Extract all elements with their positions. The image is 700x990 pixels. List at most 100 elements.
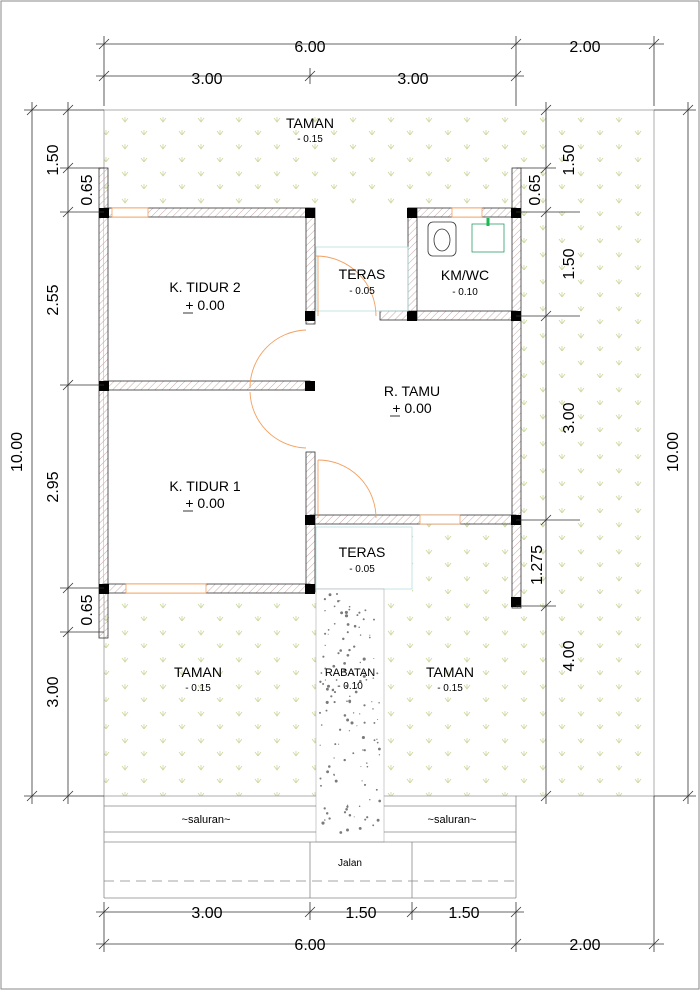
gravel-dot [324, 632, 327, 635]
gravel-dot [319, 711, 321, 714]
gravel-dot [320, 724, 323, 726]
dim-left-total: 10.00 [9, 432, 26, 472]
gravel-dot [359, 661, 361, 664]
teras-bottom-floor [315, 526, 413, 590]
gravel-dot [362, 657, 366, 661]
gravel-dot [363, 721, 366, 724]
gravel-dot [352, 673, 354, 676]
gravel-dot [322, 655, 325, 658]
gravel-dot [339, 831, 343, 834]
gravel-dot [335, 679, 338, 681]
gravel-dot [364, 818, 367, 821]
gravel-dot [339, 600, 341, 602]
gravel-dot [325, 709, 328, 712]
gravel-dot [348, 701, 351, 704]
gravel-dot [328, 817, 331, 820]
gravel-dot [362, 749, 364, 751]
km-wc-elev: - 0.10 [452, 287, 478, 298]
gravel-dot [346, 700, 348, 702]
gravel-dot [356, 683, 359, 686]
gravel-dot [325, 687, 329, 691]
dim-top-total-side: 2.00 [569, 39, 600, 56]
gravel-dot [369, 634, 371, 636]
gravel-dot [369, 799, 371, 801]
dim-bottom-sub-3: 1.50 [448, 905, 479, 922]
gravel-dot [371, 701, 373, 703]
gravel-dot [334, 779, 338, 783]
gravel-dot [346, 828, 349, 832]
gravel-dot [358, 611, 361, 614]
gravel-dot [363, 704, 366, 707]
gravel-dot [345, 684, 348, 688]
dim-left-6: 3.00 [45, 676, 62, 707]
gravel-dot [363, 783, 367, 786]
gravel-dot [338, 743, 340, 745]
gravel-dot [348, 813, 352, 817]
gravel-dot [378, 754, 381, 756]
gravel-dot [345, 808, 348, 811]
dimension-labels: 6.00 2.00 3.00 3.00 3.00 1.50 1.50 6.00 … [9, 39, 682, 954]
gravel-dot [372, 824, 375, 827]
dim-left-1: 1.50 [45, 144, 62, 175]
gravel-dot [336, 593, 338, 595]
gravel-dot [375, 788, 378, 791]
dim-bottom-sub-2: 1.50 [345, 905, 376, 922]
km-wc-name: KM/WC [441, 267, 489, 283]
teras-bottom-name: TERAS [339, 544, 386, 560]
gravel-dot [378, 799, 382, 803]
gravel-dot [361, 780, 363, 782]
windows [111, 207, 483, 594]
gravel-dot [333, 605, 336, 608]
gravel-dot [377, 747, 381, 751]
r-tamu-elev: + 0.00 [392, 400, 432, 416]
gravel-dot [368, 636, 371, 639]
gravel-dot [349, 695, 351, 698]
gravel-dot [373, 618, 375, 621]
taman-right-elev: - 0.15 [437, 683, 463, 694]
gravel-dot [343, 662, 346, 665]
room-labels: TAMAN - 0.15 K. TIDUR 2 + 0.00 K. TIDUR … [169, 115, 489, 869]
rabatan-path [315, 588, 385, 843]
gravel-dot [333, 701, 336, 704]
gravel-dot [348, 648, 351, 652]
gravel-dot [359, 713, 361, 715]
gravel-dot [346, 631, 349, 634]
gravel-dot [351, 670, 353, 672]
gravel-dot [328, 593, 332, 597]
teras-top-floor [315, 246, 409, 312]
gravel-dot [324, 679, 326, 681]
gravel-dot [366, 762, 368, 764]
gravel-dot [327, 629, 330, 631]
taman-top-elev: - 0.15 [297, 134, 323, 145]
gravel-dot [319, 777, 322, 780]
gravel-dot [326, 684, 331, 688]
gravel-dot [358, 826, 362, 830]
gravel-dot [353, 816, 355, 818]
garden-lower-right [412, 522, 516, 596]
dim-top-sub-1: 3.00 [191, 71, 222, 88]
gravel-dot [376, 741, 379, 744]
dim-left-3: 2.55 [45, 284, 62, 315]
gravel-dot [358, 679, 362, 683]
taman-right-name: TAMAN [426, 664, 474, 680]
gravel-dot [363, 749, 366, 752]
gravel-dot [339, 649, 343, 652]
r-tamu-name: R. TAMU [384, 383, 440, 399]
gravel-dot [344, 614, 349, 618]
gravel-dot [333, 622, 336, 625]
gravel-dot [319, 680, 322, 683]
gravel-dot [365, 678, 368, 681]
dim-left-5: 0.65 [79, 594, 96, 625]
gravel-texture [319, 593, 382, 834]
gravel-dot [346, 718, 350, 722]
gravel-dot [322, 682, 325, 686]
jalan-label: Jalan [338, 858, 362, 869]
gravel-dot [342, 637, 345, 641]
k-tidur-2-elev: + 0.00 [185, 297, 225, 313]
gravel-dot [366, 765, 369, 768]
toilet-fixture [427, 221, 457, 257]
gravel-dot [323, 598, 326, 601]
rabatan-name: RABATAN [325, 667, 375, 679]
